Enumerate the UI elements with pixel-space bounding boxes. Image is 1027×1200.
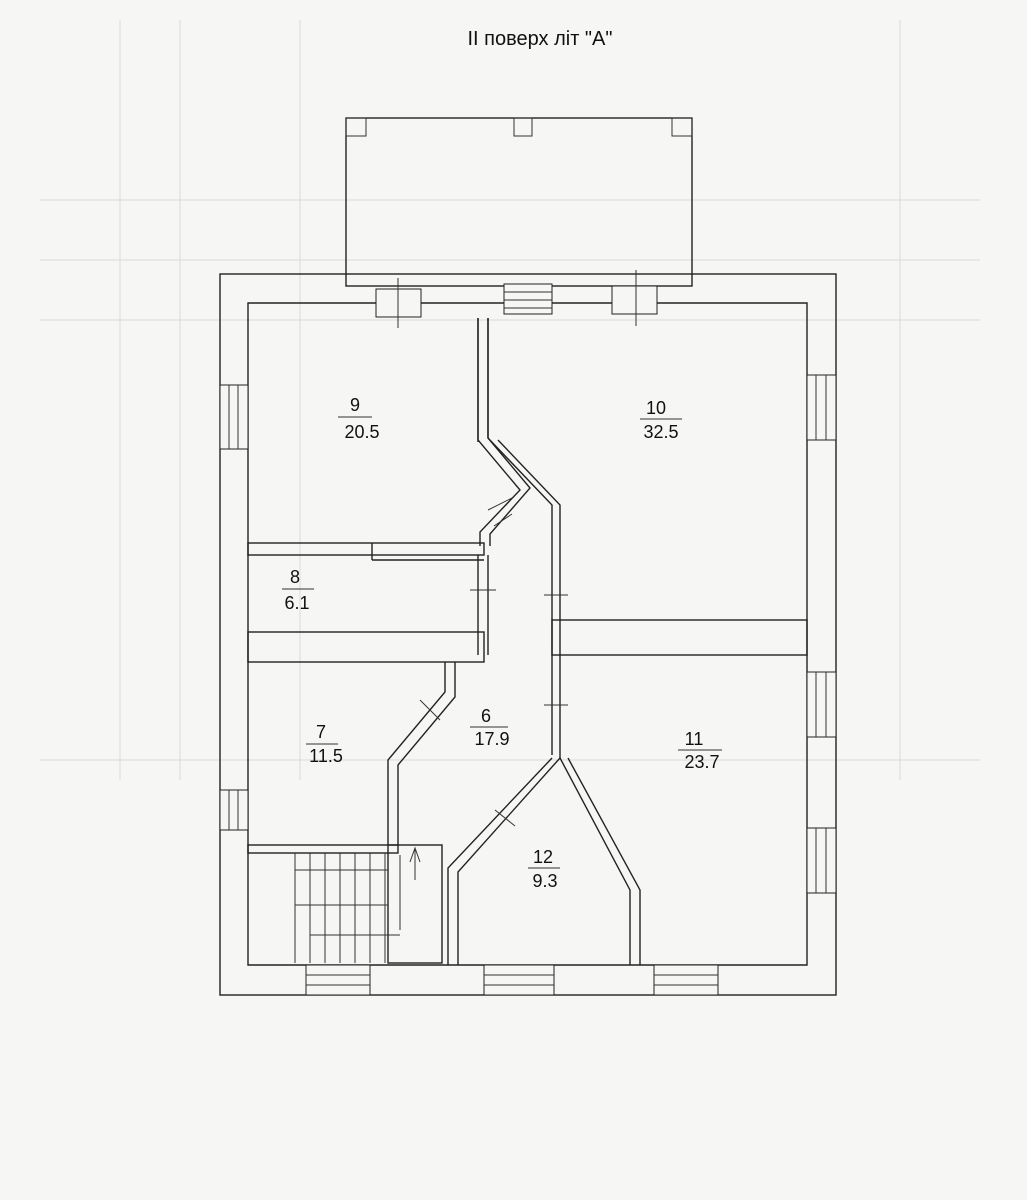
room-7: 7 11.5 bbox=[306, 722, 343, 766]
room-number: 8 bbox=[290, 567, 300, 587]
room-area: 20.5 bbox=[344, 422, 379, 442]
page-title: II поверх літ "А" bbox=[467, 28, 613, 50]
room-6: 6 17.9 bbox=[470, 706, 510, 749]
room-area: 23.7 bbox=[684, 752, 719, 772]
room-8: 8 6.1 bbox=[282, 567, 314, 613]
room-area: 6.1 bbox=[284, 593, 309, 613]
top-wall-openings bbox=[375, 270, 658, 328]
balcony bbox=[345, 117, 693, 287]
room-number: 10 bbox=[646, 398, 666, 418]
staircase bbox=[294, 846, 421, 963]
room-area: 11.5 bbox=[309, 746, 343, 766]
room-area: 9.3 bbox=[532, 871, 557, 891]
room-10: 10 32.5 bbox=[640, 398, 682, 442]
side-windows bbox=[219, 374, 837, 996]
room-11: 11 23.7 bbox=[678, 729, 722, 772]
room-number: 7 bbox=[316, 722, 326, 742]
room-area: 32.5 bbox=[643, 422, 678, 442]
room-number: 11 bbox=[685, 729, 704, 749]
door-marks bbox=[419, 497, 568, 827]
interior-walls bbox=[247, 318, 808, 965]
room-area: 17.9 bbox=[474, 729, 509, 749]
room-9: 9 20.5 bbox=[338, 395, 380, 442]
background-table-ghost bbox=[40, 20, 980, 780]
outer-walls bbox=[219, 273, 837, 996]
room-number: 6 bbox=[481, 706, 491, 726]
room-number: 9 bbox=[350, 395, 360, 415]
room-12: 12 9.3 bbox=[528, 847, 560, 891]
room-number: 12 bbox=[533, 847, 553, 867]
